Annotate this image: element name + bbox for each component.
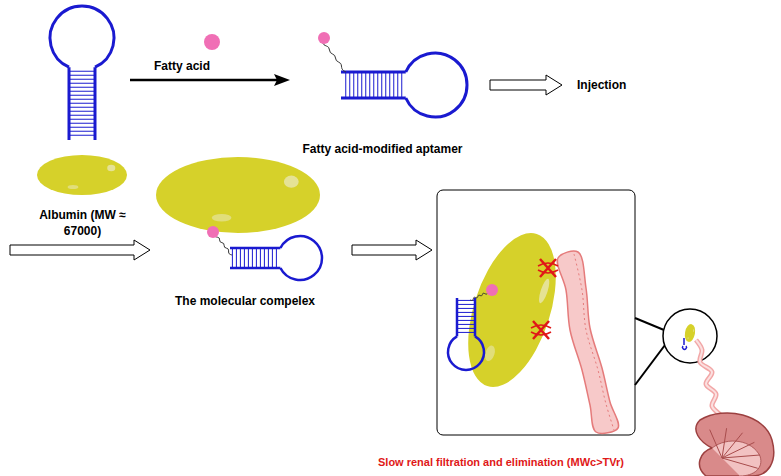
blood-vessel — [557, 251, 618, 433]
process-arrow — [10, 240, 150, 260]
figure-node: Fatty acid-modified aptamer — [290, 10, 475, 160]
linker — [470, 292, 488, 301]
annotation: Fatty acid — [154, 58, 210, 74]
zoom-line — [635, 345, 665, 385]
fatty-acid — [486, 284, 498, 296]
figure-caption: Fatty acid-modified aptamer — [290, 141, 475, 157]
zoom-line — [635, 318, 664, 330]
aptamer — [448, 298, 484, 370]
process-arrow — [490, 75, 562, 95]
barrier-mark — [538, 259, 558, 277]
barrier-mark — [531, 321, 551, 339]
figure-node: The molecular compelex — [150, 150, 340, 311]
process-arrow — [352, 240, 432, 260]
annotation: Injection — [577, 77, 626, 93]
albumin — [451, 222, 573, 398]
annotation: Slow renal filtration and elimination (M… — [378, 454, 624, 470]
aptamer — [230, 236, 322, 280]
albumin — [156, 157, 320, 233]
kidney — [696, 413, 774, 476]
aptamer — [50, 6, 114, 140]
arrowhead — [274, 74, 290, 86]
albumin — [684, 323, 697, 342]
zoom-circle — [663, 309, 717, 363]
figure-caption: The molecular compelex — [150, 293, 340, 309]
aptamer — [341, 53, 467, 117]
mini-aptamer — [683, 338, 687, 349]
albumin — [37, 155, 127, 195]
inset-box — [437, 190, 635, 435]
fatty-acid — [204, 34, 220, 50]
linker — [322, 40, 346, 72]
fatty-acid — [318, 32, 330, 44]
figure-caption: Albumin (MW ≈ 67000) — [30, 207, 135, 239]
fatty-acid — [207, 226, 219, 238]
vessel-wall — [574, 254, 614, 430]
reaction-arrow — [130, 79, 278, 82]
figure-node: Albumin (MW ≈ 67000) — [10, 150, 150, 262]
